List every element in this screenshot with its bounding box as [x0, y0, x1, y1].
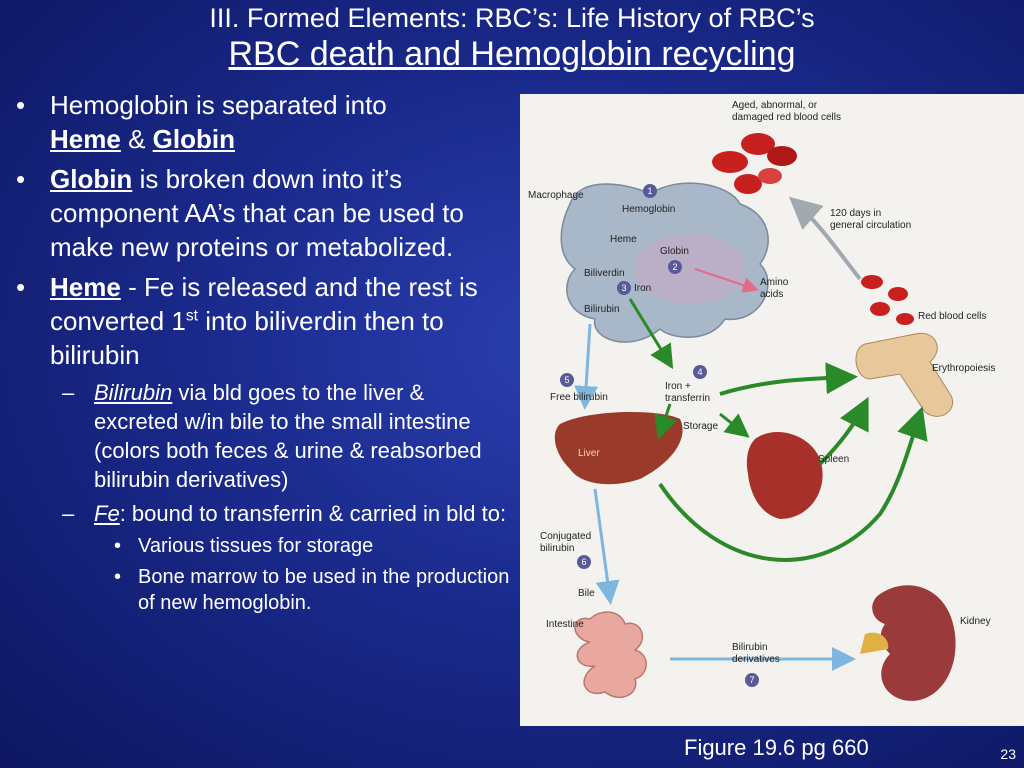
arrow-free-bilirubin — [574, 323, 599, 410]
page-number: 23 — [1000, 746, 1016, 762]
arrow-to-spleen — [719, 412, 750, 438]
term-fe: Fe — [94, 501, 120, 526]
arrow-to-erythropoiesis — [719, 362, 858, 396]
svg-text:Free bilirubin: Free bilirubin — [550, 392, 608, 403]
step-2 — [668, 260, 682, 274]
bullet-dot: • — [114, 566, 122, 588]
svg-text:Red blood cells: Red blood cells — [918, 311, 986, 322]
arrow-conjugated-bilirubin — [593, 488, 620, 605]
svg-text:Storage: Storage — [683, 421, 718, 432]
svg-text:4: 4 — [697, 367, 702, 377]
bone-marrow-shape — [855, 332, 953, 417]
svg-text:Intestine: Intestine — [546, 619, 584, 630]
svg-text:damaged red blood cells: damaged red blood cells — [732, 112, 841, 123]
svg-text:Heme: Heme — [610, 234, 637, 245]
svg-text:derivatives: derivatives — [732, 654, 780, 665]
arrow-spleen-to-marrow — [818, 396, 869, 466]
step-6 — [577, 555, 591, 569]
svg-text:Iron +: Iron + — [665, 381, 691, 392]
step-1 — [643, 184, 657, 198]
svg-text:general circulation: general circulation — [830, 220, 911, 231]
svg-text:Hemoglobin: Hemoglobin — [622, 204, 675, 215]
aged-rbc-cluster — [712, 133, 797, 194]
term-heme: Heme — [50, 124, 121, 154]
svg-text:Iron: Iron — [634, 283, 651, 294]
svg-text:1: 1 — [647, 186, 652, 196]
slide-title: III. Formed Elements: RBC’s: Life Histor… — [0, 2, 1024, 74]
term-globin: Globin — [50, 164, 133, 194]
title-line-2: RBC death and Hemoglobin recycling — [228, 35, 796, 73]
arrow-to-storage-liver — [654, 403, 678, 440]
svg-text:acids: acids — [760, 289, 783, 300]
svg-text:Bilirubin: Bilirubin — [584, 304, 620, 315]
sub-bullet-fe: – Fe: bound to transferrin & carried in … — [62, 501, 507, 526]
arrow-iron-transferrin — [628, 298, 674, 370]
figure-labels: Aged, abnormal, or damaged red blood cel… — [528, 100, 995, 665]
step-7 — [745, 673, 759, 687]
svg-text:6: 6 — [581, 557, 586, 567]
svg-text:120 days in: 120 days in — [830, 208, 881, 219]
liver-shape — [554, 412, 683, 485]
svg-text:Spleen: Spleen — [818, 454, 849, 465]
kidney-shape — [872, 585, 956, 701]
bullet-dot: • — [16, 272, 26, 302]
circulating-rbc — [861, 275, 914, 325]
svg-text:5: 5 — [564, 375, 569, 385]
svg-text:Macrophage: Macrophage — [528, 190, 584, 201]
svg-text:3: 3 — [621, 283, 626, 293]
svg-text:bilirubin: bilirubin — [540, 543, 574, 554]
dash-bullet: – — [62, 380, 75, 405]
step-3 — [617, 281, 631, 295]
bullet-heme: • Heme - Fe is released and the rest is … — [16, 272, 478, 370]
dash-bullet: – — [62, 501, 75, 526]
svg-text:Kidney: Kidney — [960, 616, 991, 627]
term-globin: Globin — [152, 124, 235, 154]
bullet-dot: • — [16, 164, 26, 194]
circulation-arrow — [788, 196, 862, 281]
sub-bullet-bilirubin: – Bilirubin via bld goes to the liver & … — [62, 380, 482, 492]
svg-text:Erythropoiesis: Erythropoiesis — [932, 363, 995, 374]
sub-sub-bullet-storage: • Various tissues for storage — [114, 535, 374, 557]
svg-text:Globin: Globin — [660, 246, 689, 257]
spleen-shape — [746, 431, 823, 519]
intestine-shape — [574, 611, 647, 698]
bullet-dot: • — [114, 535, 122, 557]
bullet-globin: • Globin is broken down into it’s compon… — [16, 164, 464, 262]
svg-text:Biliverdin: Biliverdin — [584, 268, 625, 279]
arrow-liver-to-marrow — [658, 406, 928, 562]
svg-text:transferrin: transferrin — [665, 393, 710, 404]
bullet-dot: • — [16, 90, 26, 120]
svg-text:Bilirubin: Bilirubin — [732, 642, 768, 653]
svg-text:7: 7 — [749, 675, 754, 685]
svg-text:Liver: Liver — [578, 448, 600, 459]
bullet-content: • Hemoglobin is separated into Heme & Gl… — [14, 88, 514, 621]
figure-caption: Figure 19.6 pg 660 — [684, 735, 869, 760]
svg-text:Aged, abnormal, or: Aged, abnormal, or — [732, 100, 818, 111]
term-bilirubin: Bilirubin — [94, 380, 173, 405]
svg-text:Amino: Amino — [760, 277, 789, 288]
rbc-recycling-figure: 1 2 3 4 5 6 7 Aged, abnormal, or damaged… — [520, 94, 1024, 726]
arrow-amino-acids — [694, 268, 759, 293]
step-5 — [560, 373, 574, 387]
svg-text:Bile: Bile — [578, 588, 595, 599]
step-4 — [693, 365, 707, 379]
title-line-1: III. Formed Elements: RBC’s: Life Histor… — [209, 3, 815, 33]
term-heme: Heme — [50, 272, 121, 302]
svg-text:Conjugated: Conjugated — [540, 531, 591, 542]
sub-sub-bullet-bone-marrow: • Bone marrow to be used in the producti… — [114, 566, 510, 614]
bullet-hemoglobin: • Hemoglobin is separated into Heme & Gl… — [16, 90, 387, 154]
svg-text:2: 2 — [672, 262, 677, 272]
